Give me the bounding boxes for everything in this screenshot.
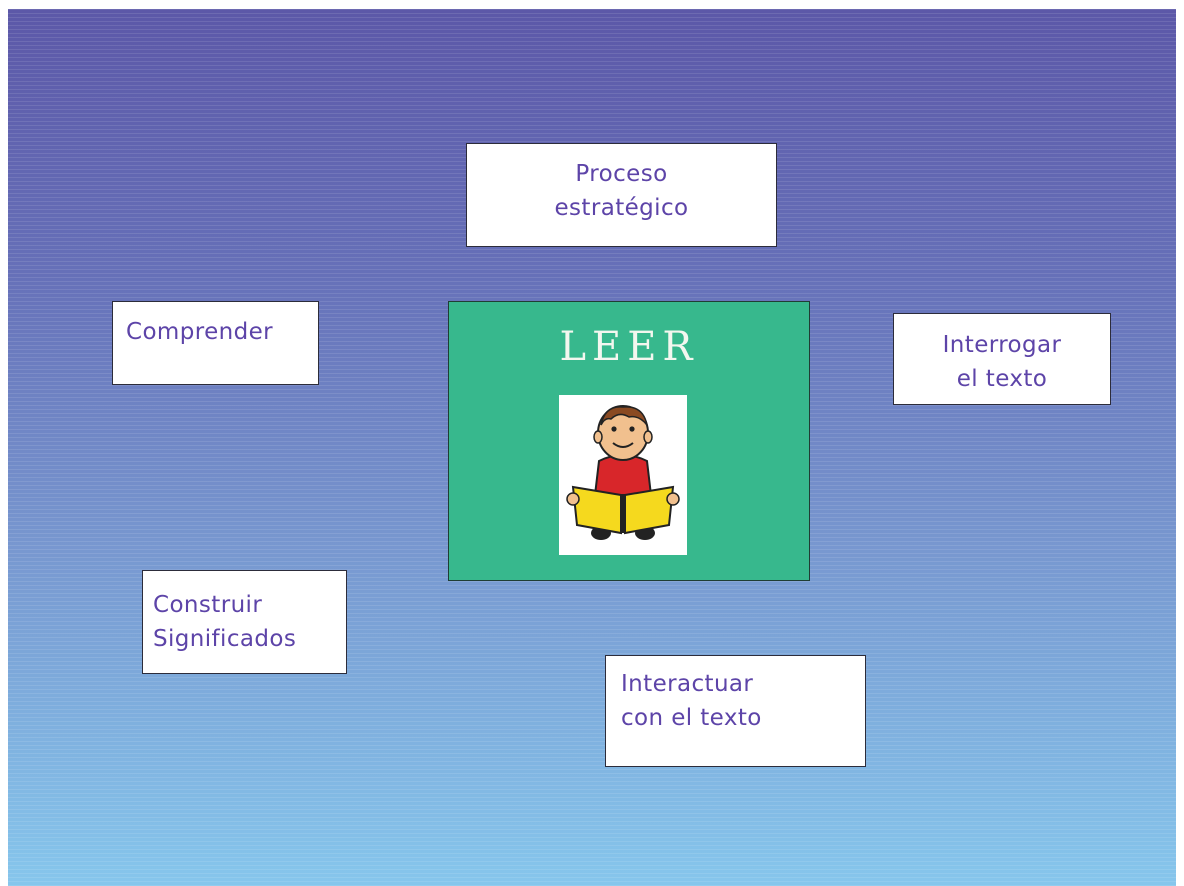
concept-box-proceso-estrategico: Proceso estratégico: [466, 143, 777, 247]
concept-text-line: estratégico: [554, 195, 689, 221]
concept-box-construir-significados: Construir Significados: [142, 570, 347, 674]
concept-text-line: Significados: [153, 626, 297, 652]
concept-text-line: Interrogar: [942, 332, 1062, 358]
concept-text-line: Interactuar: [621, 671, 754, 697]
central-leer-panel: LEER: [448, 301, 810, 581]
concept-text-line: con el texto: [621, 705, 762, 731]
concept-box-interactuar-con-el-texto: Interactuar con el texto: [605, 655, 866, 767]
concept-box-comprender: Comprender: [112, 301, 319, 385]
slide: Proceso estratégico Comprender LEER: [8, 9, 1176, 886]
child-reading-book-icon: [559, 395, 687, 555]
concept-box-interrogar-el-texto: Interrogar el texto: [893, 313, 1111, 405]
concept-text-line: Comprender: [126, 319, 274, 345]
concept-text-line: Construir: [153, 592, 263, 618]
concept-text-line: Proceso: [575, 161, 668, 187]
leer-title: LEER: [559, 324, 699, 370]
child-reading-illustration: [566, 405, 680, 540]
concept-text-line: el texto: [956, 366, 1048, 392]
